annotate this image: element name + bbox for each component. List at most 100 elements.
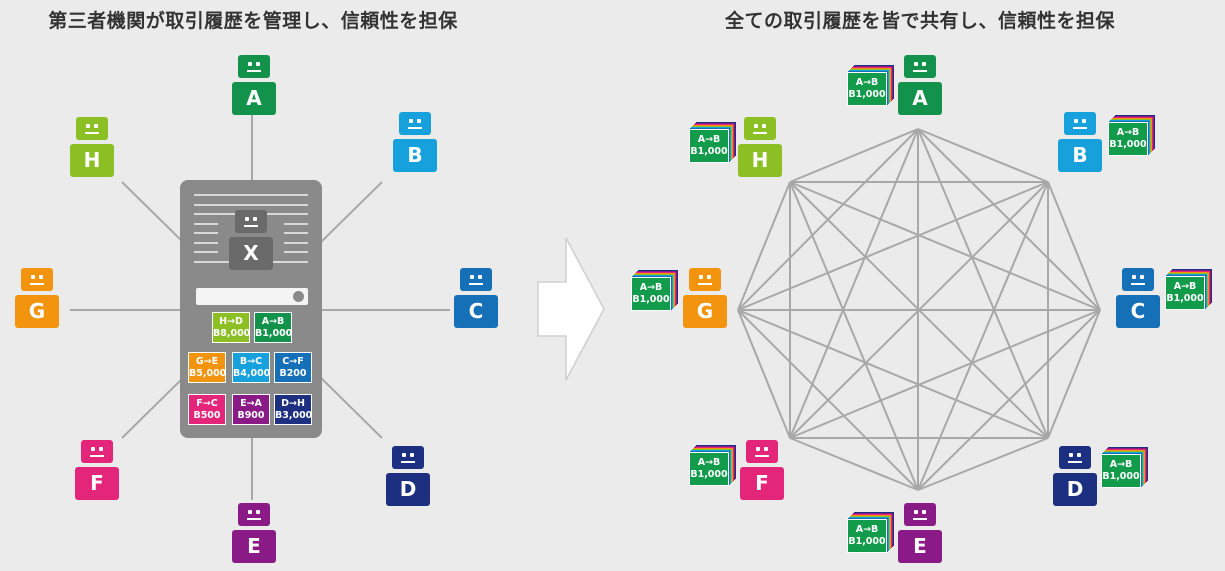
shared-record-pair: A→B: [1116, 127, 1140, 138]
node-label: A: [898, 82, 942, 115]
mesh-g-h: [737, 181, 791, 311]
left-node-h: H: [70, 117, 114, 177]
node-label: B: [1058, 139, 1102, 172]
transaction-amount: B1,000: [255, 328, 293, 339]
robot-head-icon: [21, 268, 53, 291]
shared-record-amount: B1,000: [1109, 139, 1147, 150]
node-label: C: [454, 295, 498, 328]
mesh-e-f: [789, 437, 919, 491]
node-label: D: [1053, 473, 1097, 506]
node-label: G: [15, 295, 59, 328]
mesh-a-f: [789, 128, 919, 439]
mesh-a-h: [789, 128, 919, 183]
transaction-amount: B3,000: [275, 410, 313, 421]
shared-record-amount: B1,000: [1102, 471, 1140, 482]
robot-head-icon: [1059, 446, 1091, 469]
node-label: C: [1116, 295, 1160, 328]
mesh-e-h: [789, 181, 919, 491]
left-node-c: C: [454, 268, 498, 328]
ledger-text-line: [194, 194, 308, 196]
robot-head-icon: [460, 268, 492, 291]
left-node-f: F: [75, 440, 119, 500]
mesh-b-c: [1047, 181, 1101, 311]
shared-record-amount: B1,000: [848, 89, 886, 100]
shared-record-amount: B1,000: [1166, 293, 1204, 304]
node-label: X: [229, 237, 273, 270]
robot-head-icon: [235, 210, 267, 233]
left-node-g: G: [15, 268, 59, 328]
left-node-d: D: [386, 446, 430, 506]
robot-head-icon: [904, 503, 936, 526]
transaction-amount: B8,000: [213, 328, 251, 339]
robot-head-icon: [744, 117, 776, 140]
ledger-text-line: [194, 203, 308, 206]
right-node-e: E: [898, 503, 942, 563]
ledger-text-line: [194, 232, 218, 234]
transaction-pair: C→F: [282, 356, 304, 367]
node-label: B: [393, 139, 437, 172]
node-label: F: [740, 467, 784, 500]
transaction-pair: F→C: [196, 398, 218, 409]
mesh-f-g: [737, 309, 791, 439]
mesh-c-h: [789, 181, 1101, 311]
right-node-f: F: [740, 440, 784, 500]
shared-record-amount: B1,000: [848, 536, 886, 547]
title-distributed: 全ての取引履歴を皆で共有し、信頼性を担保: [724, 10, 1115, 32]
ledger-text-line: [284, 222, 308, 225]
ledger-text-line: [284, 251, 308, 253]
shared-record-pair: A→B: [697, 457, 721, 468]
node-label: E: [232, 530, 276, 563]
search-dot-icon: [293, 291, 304, 302]
node-label: H: [70, 144, 114, 177]
transaction-pair: G→E: [195, 356, 219, 367]
robot-head-icon: [904, 55, 936, 78]
mesh-a-b: [917, 128, 1049, 183]
mesh-d-h: [789, 181, 1049, 439]
node-label: F: [75, 467, 119, 500]
transaction-amount: B4,000: [233, 368, 271, 379]
transaction-amount: B200: [279, 368, 307, 379]
transaction-amount: B900: [237, 410, 265, 421]
right-node-h: H: [738, 117, 782, 177]
transaction-pair: H→D: [219, 316, 243, 327]
left-node-b: B: [393, 112, 437, 172]
robot-head-icon: [399, 112, 431, 135]
mesh-d-e: [917, 437, 1049, 491]
right-node-g: G: [683, 268, 727, 328]
ledger-text-line: [194, 251, 218, 253]
transaction-pair: D→H: [281, 398, 305, 409]
shared-record-amount: B1,000: [632, 294, 670, 305]
ledger-text-line: [284, 232, 308, 234]
shared-record-pair: A→B: [855, 524, 879, 535]
left-node-a: A: [232, 55, 276, 115]
node-label: A: [232, 82, 276, 115]
left-node-e: E: [232, 503, 276, 563]
mesh-c-d: [1047, 309, 1101, 439]
robot-head-icon: [76, 117, 108, 140]
robot-head-icon: [746, 440, 778, 463]
robot-head-icon: [81, 440, 113, 463]
right-node-b: B: [1058, 112, 1102, 172]
robot-head-icon: [392, 446, 424, 469]
transaction-pair: E→A: [240, 398, 262, 409]
robot-head-icon: [689, 268, 721, 291]
right-node-d: D: [1053, 446, 1097, 506]
right-arrow-icon: [537, 237, 605, 381]
shared-record-pair: A→B: [1173, 281, 1197, 292]
